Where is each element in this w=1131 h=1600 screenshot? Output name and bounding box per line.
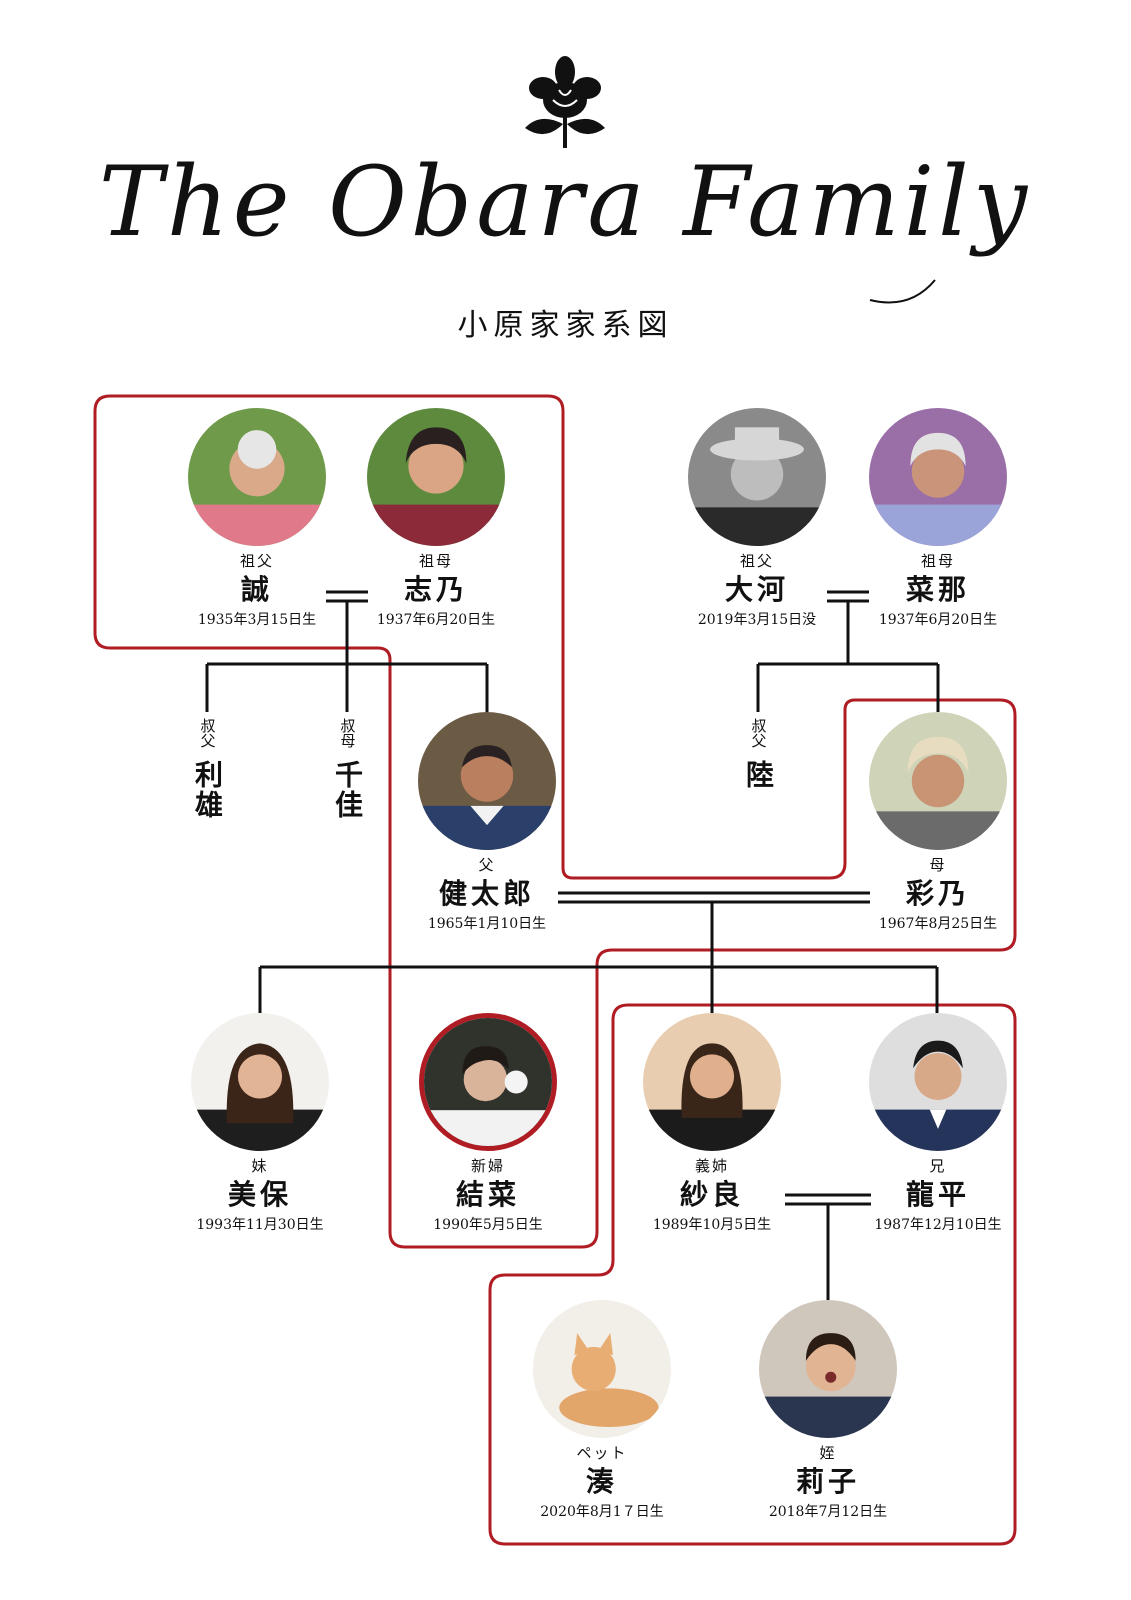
person-toshio[interactable]: 叔父 利雄 (187, 718, 227, 820)
person-shino[interactable]: 祖母 志乃 1937年6月20日生 (336, 408, 536, 628)
role-label: 祖母 (418, 552, 453, 570)
birth-date: 1987年12月10日生 (874, 1217, 1002, 1233)
role-label: 新婦 (470, 1157, 505, 1175)
person-name: 千佳 (331, 760, 364, 820)
person-taiga[interactable]: 祖父 大河 2019年3月15日没 (657, 408, 857, 628)
avatar (869, 1013, 1007, 1151)
person-riku[interactable]: 叔父 陸 (738, 718, 778, 790)
birth-date: 1990年5月5日生 (433, 1217, 543, 1233)
role-label: 父 (478, 856, 496, 874)
person-name: 龍平 (905, 1178, 970, 1211)
role-label: 叔父 (198, 718, 217, 748)
birth-date: 1935年3月15日生 (197, 612, 317, 628)
avatar (418, 712, 556, 850)
person-riko[interactable]: 姪 莉子 2018年7月12日生 (728, 1300, 928, 1520)
role-label: 祖父 (239, 552, 274, 570)
birth-date: 1937年6月20日生 (878, 612, 998, 628)
person-name: 結菜 (455, 1178, 520, 1211)
person-chika[interactable]: 叔母 千佳 (327, 718, 367, 820)
person-nana[interactable]: 祖母 菜那 1937年6月20日生 (838, 408, 1038, 628)
person-name: 大河 (724, 573, 789, 606)
person-yuina[interactable]: 新婦 結菜 1990年5月5日生 (388, 1013, 588, 1233)
person-ryohei[interactable]: 兄 龍平 1987年12月10日生 (838, 1013, 1038, 1233)
page-title: The Obara Family (99, 146, 1031, 304)
highlight-outline (93, 394, 1017, 1249)
avatar (188, 408, 326, 546)
birth-date: 1989年10月5日生 (652, 1217, 772, 1233)
role-label: 妹 (251, 1157, 269, 1175)
person-name: 志乃 (403, 573, 468, 606)
role-label: 義姉 (694, 1157, 729, 1175)
birth-date: 1937年6月20日生 (376, 612, 496, 628)
role-label: ペット (576, 1444, 628, 1462)
person-name: 莉子 (795, 1465, 860, 1498)
person-ayano[interactable]: 母 彩乃 1967年8月25日生 (838, 712, 1038, 932)
person-name: 菜那 (905, 573, 970, 606)
person-name: 健太郎 (438, 877, 535, 910)
flower-crest-icon (515, 50, 615, 150)
page-subtitle: 小原家家系図 (457, 308, 674, 343)
person-name: 彩乃 (905, 877, 970, 910)
birth-date: 1965年1月10日生 (427, 916, 547, 932)
person-makoto[interactable]: 祖父 誠 1935年3月15日生 (157, 408, 357, 628)
avatar (759, 1300, 897, 1438)
avatar (191, 1013, 329, 1151)
avatar (533, 1300, 671, 1438)
avatar (643, 1013, 781, 1151)
avatar (419, 1013, 557, 1151)
role-label: 叔父 (749, 718, 768, 748)
birth-date: 2018年7月12日生 (768, 1504, 888, 1520)
role-label: 姪 (819, 1444, 837, 1462)
highlight-outline-lower (488, 1003, 1017, 1546)
death-date: 2019年3月15日没 (697, 612, 817, 628)
page-title-text: The Obara Family (99, 146, 1031, 258)
role-label: 祖父 (739, 552, 774, 570)
person-kentaro[interactable]: 父 健太郎 1965年1月10日生 (387, 712, 587, 932)
person-name: 利雄 (191, 760, 224, 820)
birth-date: 1993年11月30日生 (196, 1217, 324, 1233)
avatar (367, 408, 505, 546)
person-sara[interactable]: 義姉 紗良 1989年10月5日生 (612, 1013, 812, 1233)
person-name: 誠 (240, 573, 273, 606)
role-label: 叔母 (338, 718, 357, 748)
person-name: 湊 (585, 1465, 618, 1498)
birth-date: 1967年8月25日生 (878, 916, 998, 932)
person-name: 美保 (227, 1178, 292, 1211)
person-name: 陸 (742, 760, 775, 790)
role-label: 母 (929, 856, 947, 874)
person-name: 紗良 (679, 1178, 744, 1211)
role-label: 兄 (929, 1157, 947, 1175)
role-label: 祖母 (920, 552, 955, 570)
avatar (869, 712, 1007, 850)
avatar (869, 408, 1007, 546)
birth-date: 2020年8月1７日生 (540, 1504, 664, 1520)
avatar (688, 408, 826, 546)
person-minato[interactable]: ペット 湊 2020年8月1７日生 (502, 1300, 702, 1520)
person-miho[interactable]: 妹 美保 1993年11月30日生 (160, 1013, 360, 1233)
